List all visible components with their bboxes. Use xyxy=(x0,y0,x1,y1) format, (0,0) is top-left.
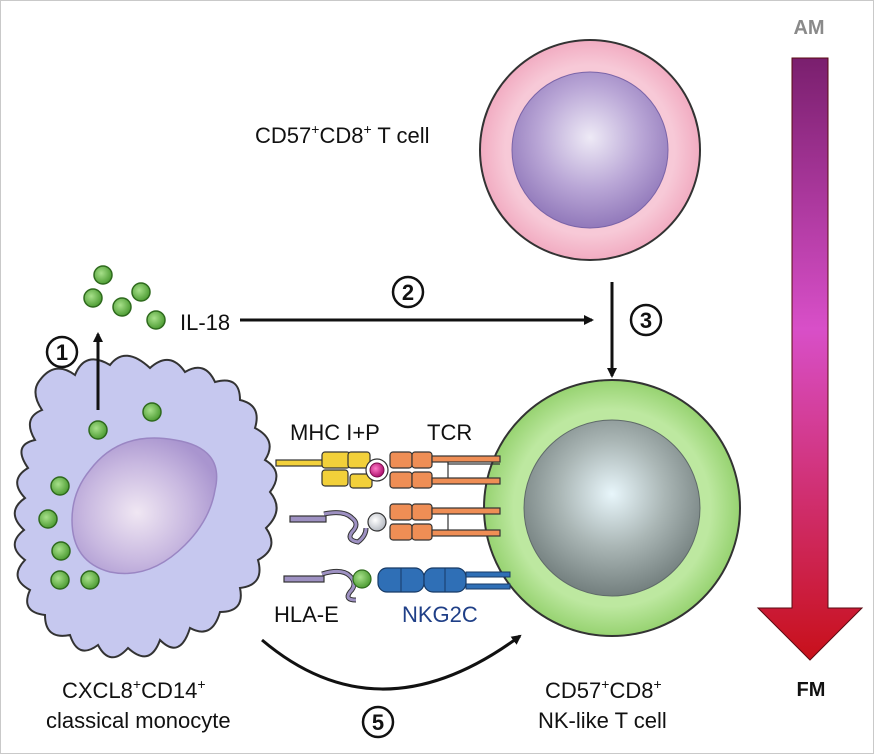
nk-cell-label-line2: NK-like T cell xyxy=(538,708,667,733)
monocyte-label-line1: CXCL8+CD14+ xyxy=(62,676,206,703)
gauge-top-label: AM xyxy=(793,17,824,39)
mhc-tcr-complex xyxy=(275,451,501,489)
svg-text:1: 1 xyxy=(56,340,68,365)
hla-tcr-complex xyxy=(289,503,501,545)
nk-cell-label-line1: CD57+CD8+ xyxy=(545,676,662,703)
gauge-bottom-label: FM xyxy=(797,679,826,701)
am-fm-gradient-arrow xyxy=(756,57,864,661)
svg-text:5: 5 xyxy=(372,710,384,735)
step-3-badge: 3 xyxy=(629,303,663,337)
il18-label: IL-18 xyxy=(180,310,230,335)
classical-monocyte xyxy=(13,354,278,659)
step-2-badge: 2 xyxy=(391,275,425,309)
svg-text:3: 3 xyxy=(640,308,652,333)
step-1-badge: 1 xyxy=(45,335,79,369)
svg-text:2: 2 xyxy=(402,280,414,305)
il18-granules xyxy=(83,265,166,330)
monocyte-granules xyxy=(38,402,162,590)
arrow-step-5 xyxy=(261,634,522,691)
hlae-nkg2c-complex xyxy=(283,567,511,603)
top-t-cell xyxy=(479,39,701,261)
step-5-badge: 5 xyxy=(361,705,395,739)
top-t-cell-label: CD57+CD8+ T cell xyxy=(255,121,430,148)
mhc-label: MHC I+P xyxy=(290,420,380,445)
nk-like-t-cell xyxy=(483,379,741,637)
tcr-label: TCR xyxy=(427,420,472,445)
monocyte-label-line2: classical monocyte xyxy=(46,708,231,733)
nkg2c-label: NKG2C xyxy=(402,602,478,627)
hlae-label: HLA-E xyxy=(274,602,339,627)
